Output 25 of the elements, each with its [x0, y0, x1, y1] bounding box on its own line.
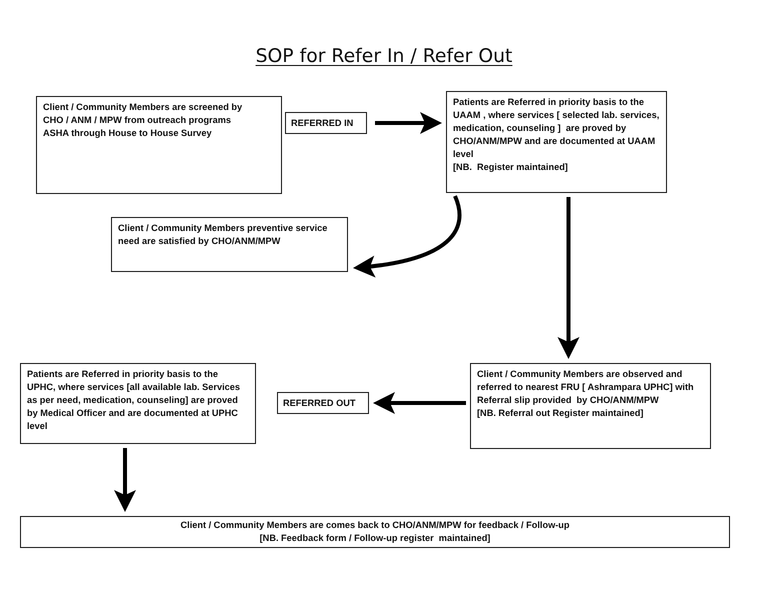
diagram-title: SOP for Refer In / Refer Out [256, 45, 512, 69]
box-text: Client / Community Members are observed and referred to nearest FRU [ Ashrampara UPHC] with Referral slip provided by CHO/ANM/MPW [477, 368, 695, 407]
process-box [36, 96, 282, 194]
box-text: REFERRED IN [291, 116, 354, 130]
box-text: Patients are Referred in priority basis to the UAAM , where services [ selected lab. services, medication, counseling ] are proved by CHO/ANM/MPW and are documented at UAAM level [453, 96, 660, 161]
process-box [470, 363, 711, 449]
tag-box [277, 392, 369, 414]
curved-arrow [352, 195, 462, 277]
process-box [111, 217, 348, 272]
box-text: Client / Community Members are screened by CHO / ANM / MPW from outreach programs ASHA through House to House Survey [43, 101, 244, 140]
box-text: Patients are Referred in priority basis to the UPHC, where services [all available lab. Services as per need, medication, counseling] are proved by Medical Officer and are documented at UPHC level [27, 368, 241, 433]
arrow [114, 448, 136, 512]
tag-box [285, 112, 367, 134]
box-text: [NB. Referral out Register maintained] [477, 407, 644, 420]
process-box [446, 91, 667, 193]
box-text: Client / Community Members preventive service need are satisfied by CHO/ANM/MPW [118, 222, 328, 248]
arrow [375, 112, 442, 134]
process-box [20, 516, 730, 548]
box-text: [NB. Feedback form / Follow-up register maintained] [260, 532, 490, 545]
box-text: [NB. Register maintained] [453, 161, 568, 174]
box-text: REFERRED OUT [283, 396, 356, 410]
box-text: Client / Community Members are comes back to CHO/ANM/MPW for feedback / Follow-up [180, 519, 570, 532]
arrow [373, 392, 466, 414]
arrow [558, 197, 580, 359]
process-box [20, 363, 256, 444]
